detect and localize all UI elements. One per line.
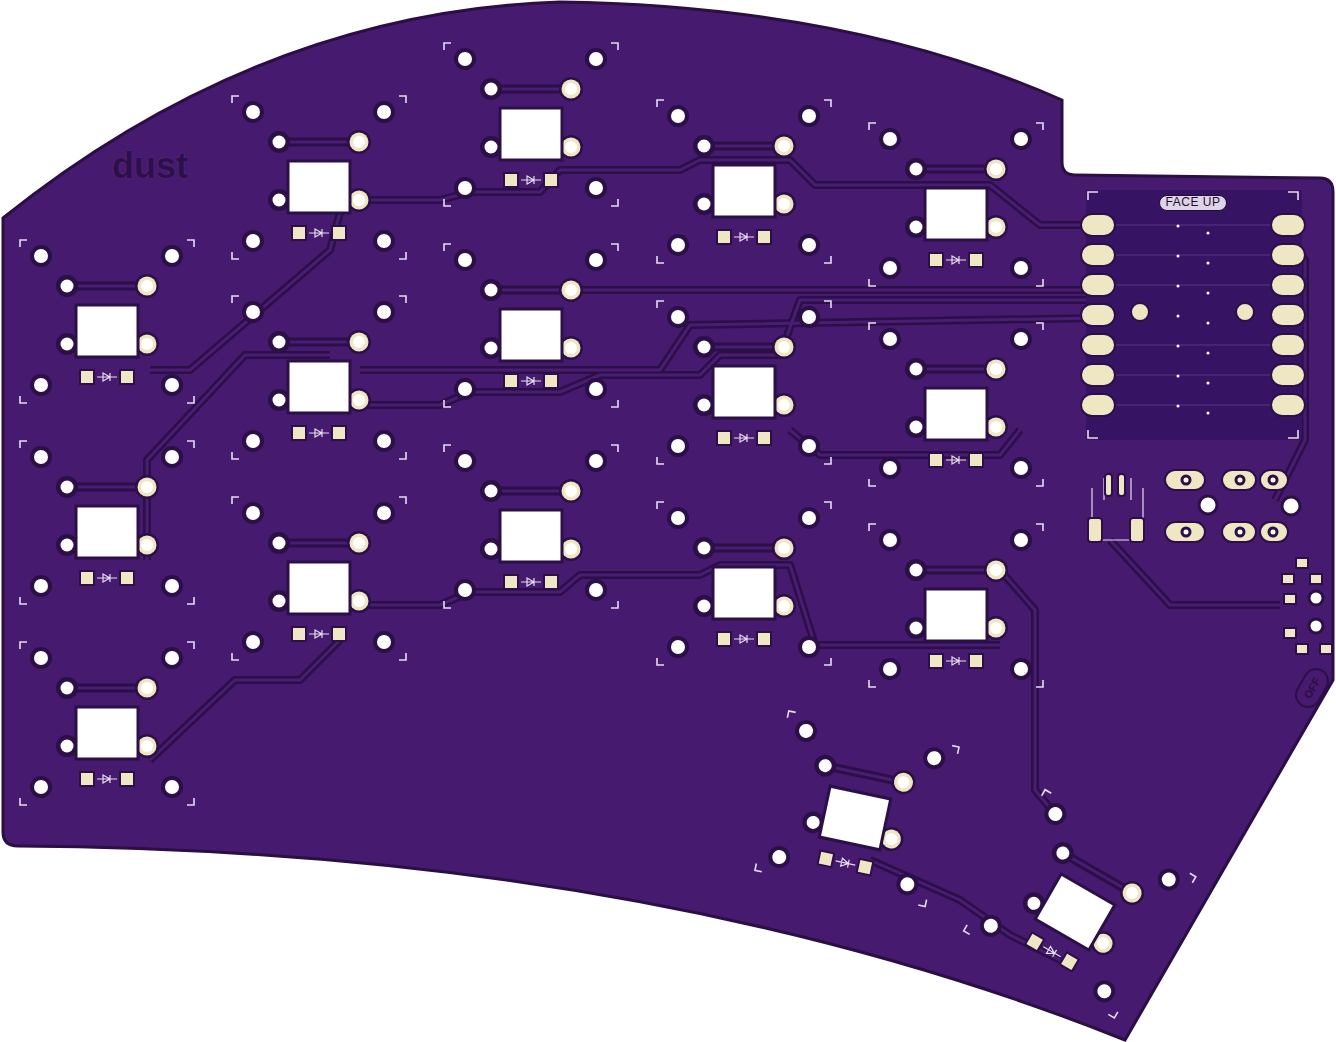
board-name: dust	[112, 146, 188, 186]
orientation-note: FACE UP	[1159, 195, 1228, 210]
